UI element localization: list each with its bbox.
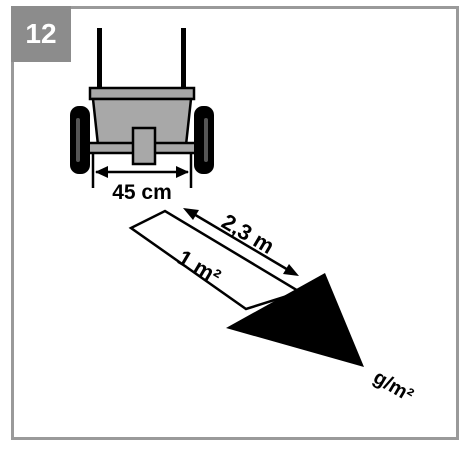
spread-triangle-icon [226, 273, 364, 367]
step-number-badge: 12 [11, 6, 71, 62]
double-arrow-icon [183, 208, 299, 276]
spread-width-label: 45 cm [112, 181, 172, 204]
spread-width-dimension [91, 152, 193, 188]
rate-label: g/m² [369, 366, 417, 407]
spreader-icon [70, 28, 214, 174]
figure-frame [11, 6, 459, 440]
